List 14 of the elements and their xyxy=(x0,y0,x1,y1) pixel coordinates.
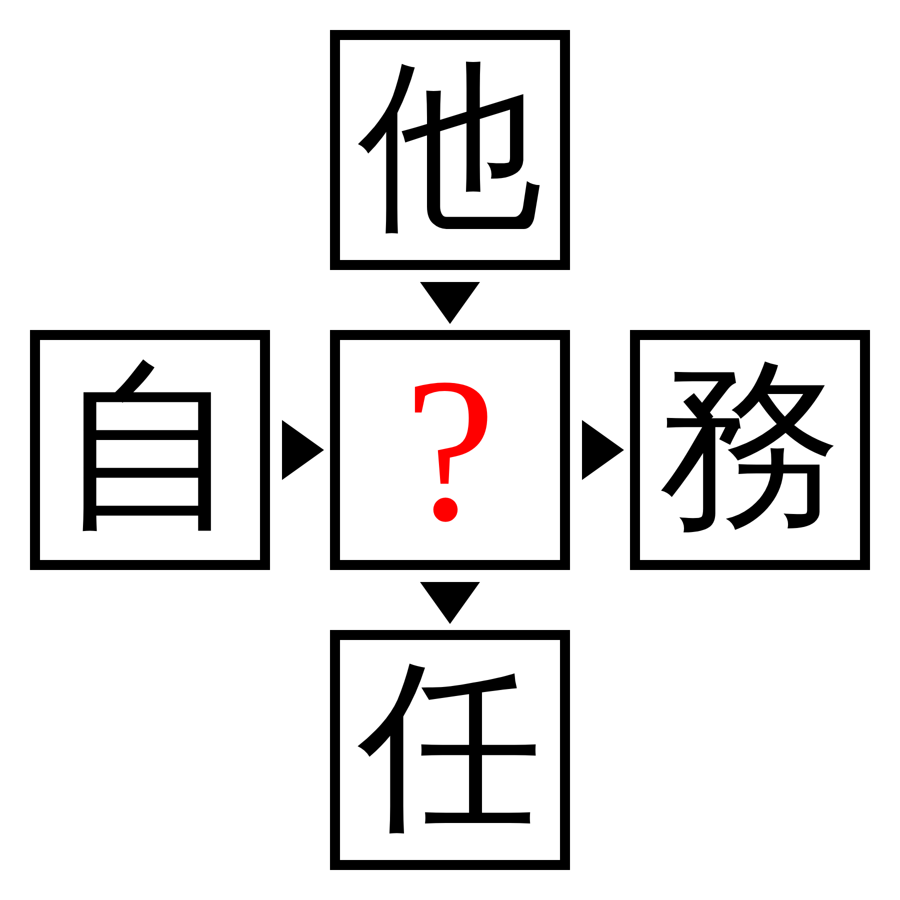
kanji-character: 務 xyxy=(658,354,842,538)
triangle-arrow xyxy=(420,582,480,624)
triangle-arrow xyxy=(582,420,624,480)
triangle-arrow xyxy=(420,282,480,324)
kanji-character: 他 xyxy=(358,54,542,238)
question-mark: ? xyxy=(404,347,496,553)
character-box xyxy=(30,330,270,570)
triangle-arrow xyxy=(282,420,324,480)
character-box xyxy=(630,330,870,570)
kanji-character: 自 xyxy=(58,354,242,538)
character-box xyxy=(330,330,570,570)
character-box xyxy=(330,30,570,270)
character-box xyxy=(330,630,570,870)
kanji-character: 任 xyxy=(358,654,542,838)
